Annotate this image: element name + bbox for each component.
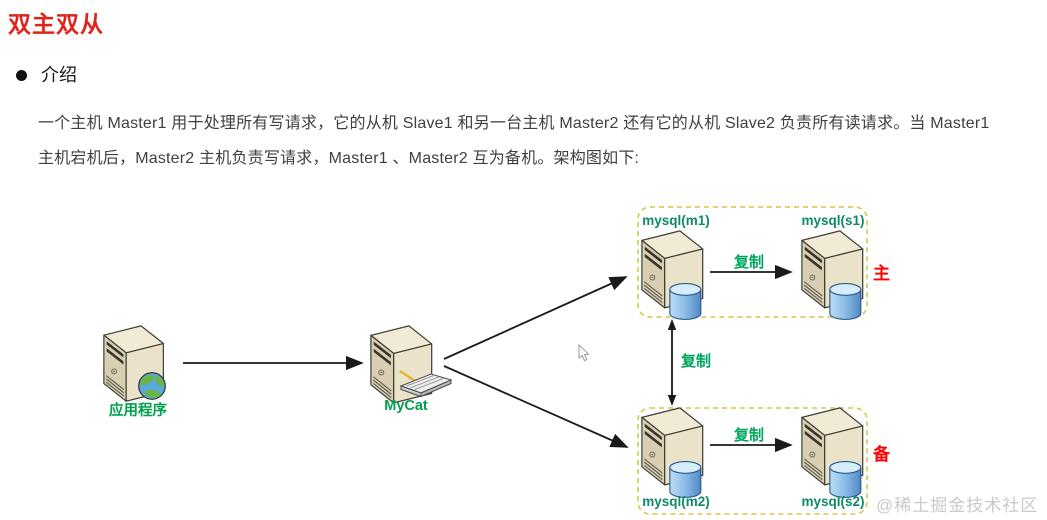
mysql-m1-database-icon [669, 283, 702, 320]
master-group-box [637, 206, 868, 318]
paragraph-line-2: 主机宕机后，Master2 主机负责写请求，Master1 、Master2 互… [38, 150, 640, 167]
diagram-arrows [183, 264, 793, 453]
arrow-mycat-to-m1 [443, 276, 628, 360]
bullet-icon [16, 70, 27, 81]
app-node-label: 应用程序 [109, 403, 167, 419]
globe-icon [138, 372, 166, 400]
section-heading: 介绍 [41, 65, 77, 85]
arrowhead-up [667, 319, 677, 330]
arrow-mycat-to-m2 [443, 365, 629, 448]
replication-label-m2-s2: 复制 [733, 427, 764, 444]
mysql-s1-database-icon [829, 283, 862, 320]
mysql-m2-database-icon [669, 461, 702, 498]
keyboard-cable [399, 370, 416, 382]
master-role-label: 主 [873, 264, 890, 283]
mysql-s2-database-icon [829, 461, 862, 498]
watermark: @稀土掘金技术社区 [876, 496, 1039, 515]
replication-label-m1-m2: 复制 [681, 353, 712, 370]
arrowhead-down [667, 395, 677, 406]
mysql-s2-label: mysql(s2) [801, 494, 865, 509]
mysql-m1-label: mysql(m1) [642, 213, 710, 228]
mysql-m2-label: mysql(m2) [642, 494, 710, 509]
paragraph-line-1: 一个主机 Master1 用于处理所有写请求，它的从机 Slave1 和另一台主… [38, 115, 990, 132]
mysql-s1-label: mysql(s1) [801, 213, 865, 228]
page-title: 双主双从 [8, 11, 104, 37]
mouse-cursor [578, 343, 590, 362]
standby-role-label: 备 [873, 445, 890, 464]
mycat-node-label: MyCat [384, 398, 428, 414]
replication-label-m1-s1: 复制 [733, 254, 764, 271]
standby-group-box [637, 407, 868, 515]
